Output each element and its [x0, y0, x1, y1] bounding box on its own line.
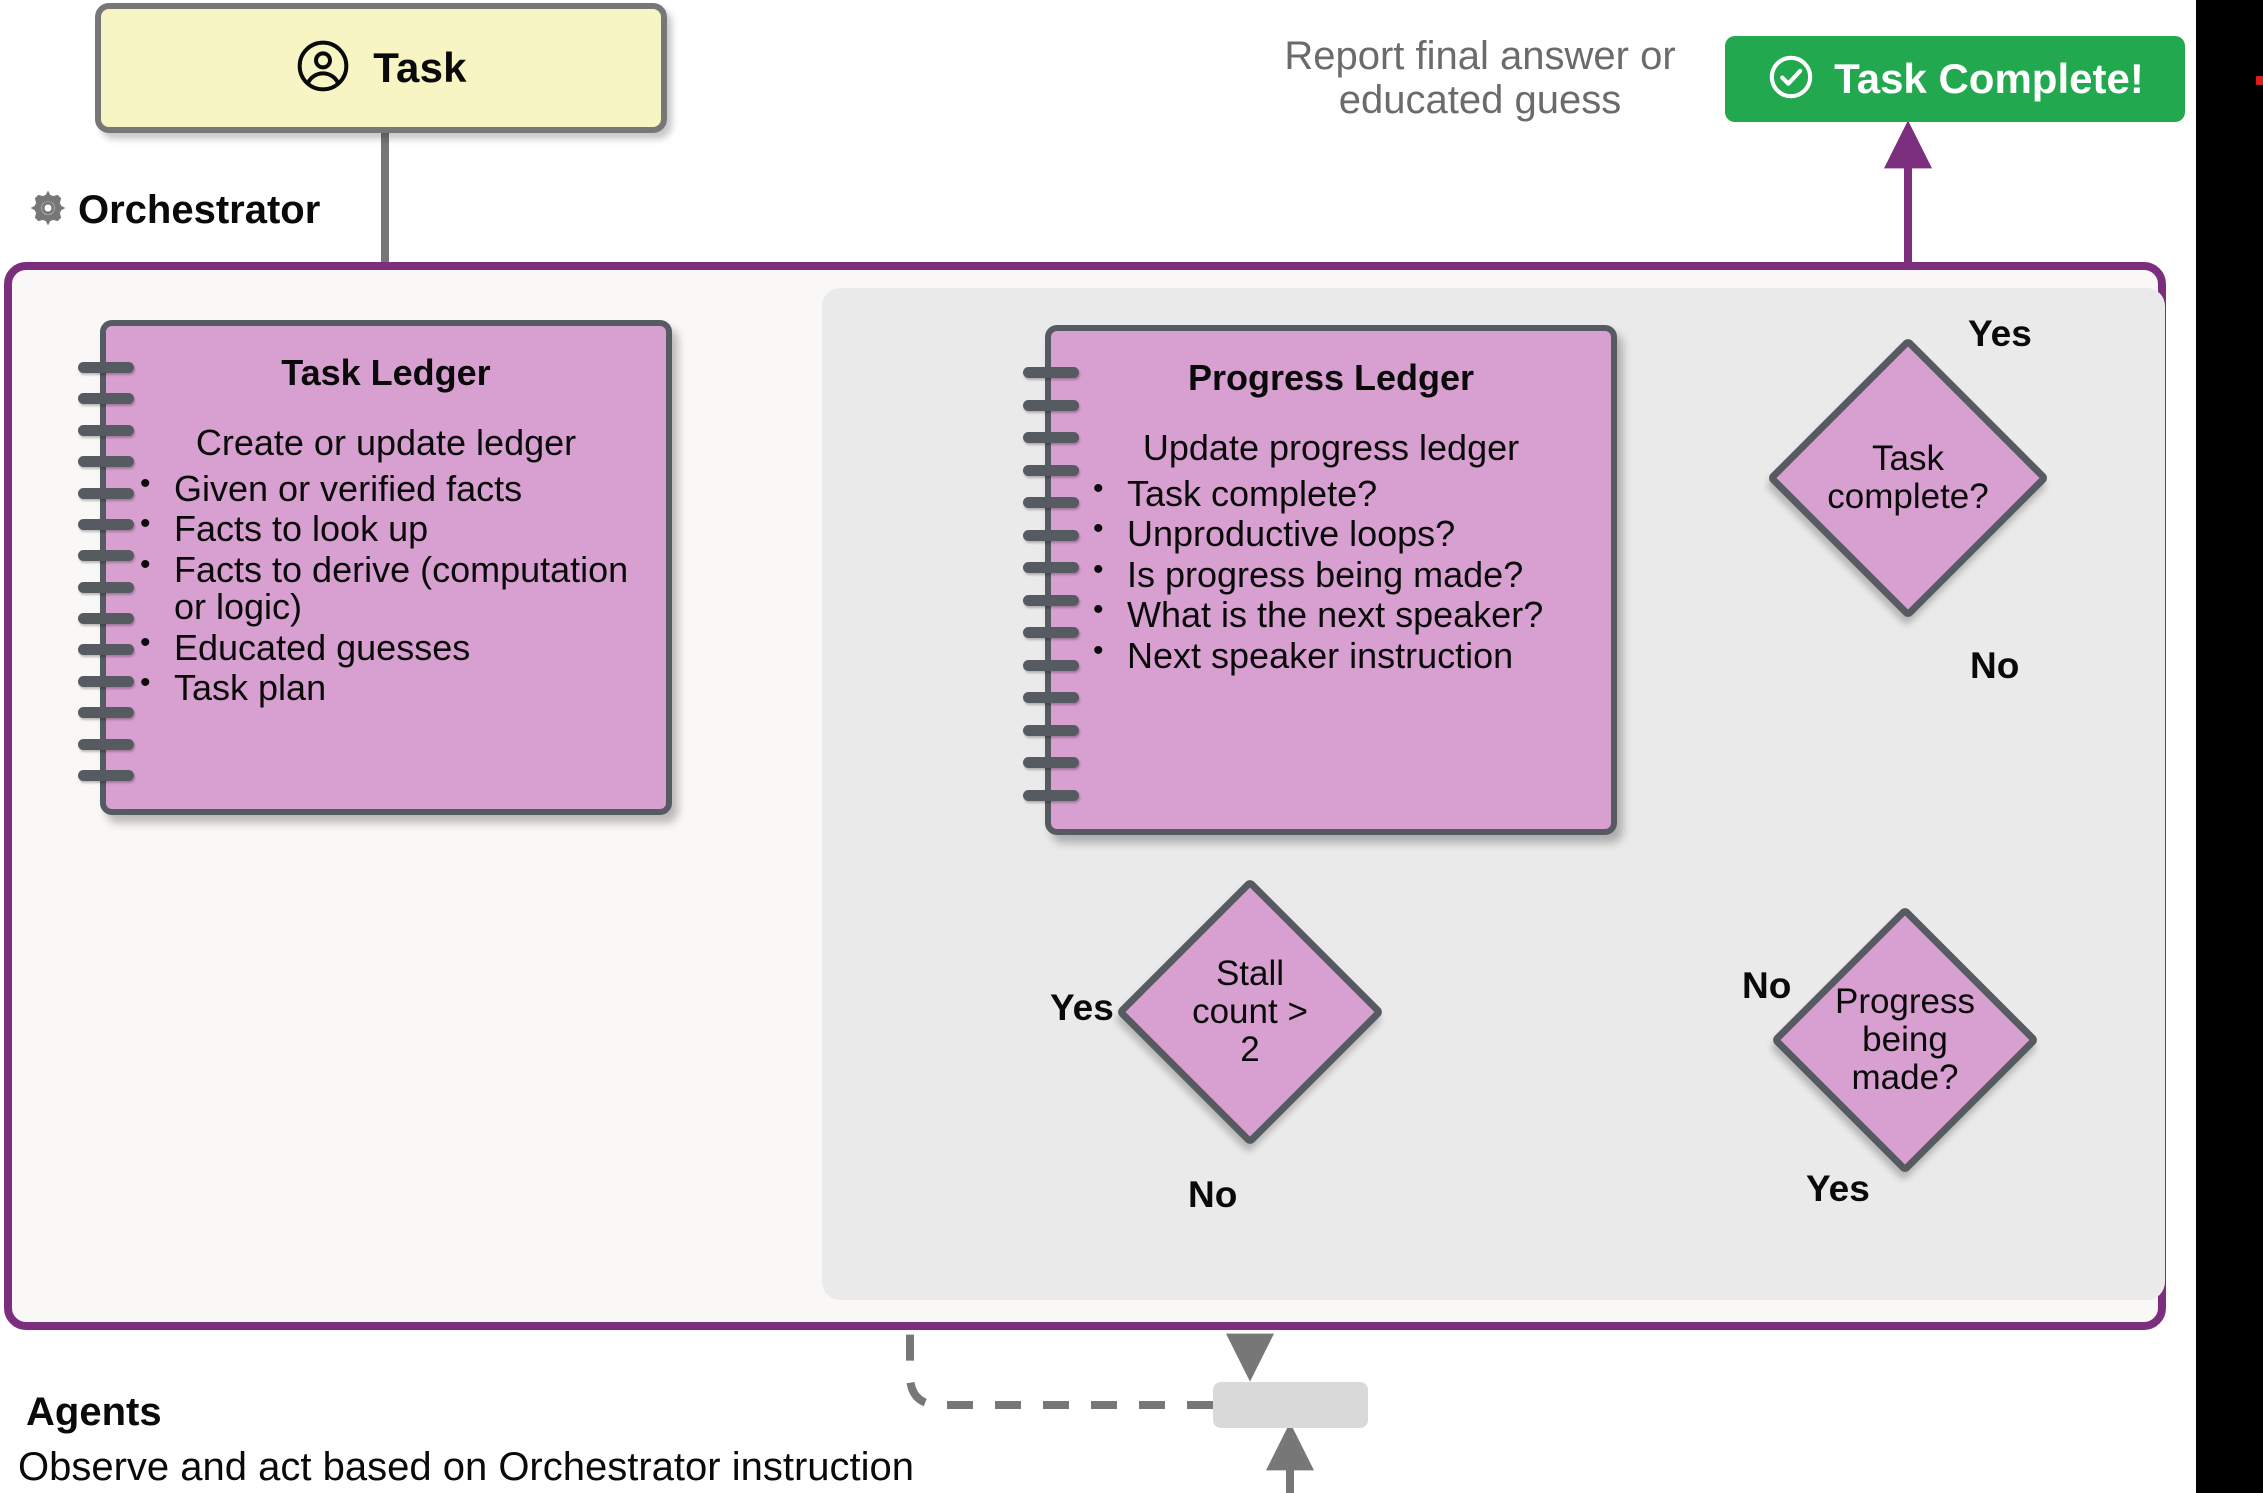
decision-stall-count[interactable]: Stall count > 2: [1115, 877, 1385, 1147]
edge-label-yes-stall-count: Yes: [1050, 987, 1114, 1028]
gear-icon: [28, 188, 68, 233]
list-item: Facts to look up: [114, 508, 666, 547]
progress-ledger-card[interactable]: Progress Ledger Update progress ledger T…: [1023, 325, 1617, 835]
task-ledger-title: Task Ledger: [281, 352, 491, 393]
edge-label-yes-task-complete: Yes: [1968, 313, 2032, 354]
decision-progress-being-made[interactable]: Progress being made?: [1770, 905, 2040, 1175]
edge-label-yes-progress-made: Yes: [1806, 1168, 1870, 1209]
task-ledger-list: Given or verified facts Facts to look up…: [114, 468, 666, 707]
progress-ledger-list: Task complete? Unproductive loops? Is pr…: [1067, 473, 1611, 674]
progress-ledger-title: Progress Ledger: [1187, 357, 1475, 398]
list-item: Educated guesses: [114, 627, 666, 666]
task-box-label: Task: [373, 44, 467, 91]
edge-label-no-progress-made: No: [1742, 965, 1792, 1006]
agents-subtitle: Observe and act based on Orchestrator in…: [18, 1445, 915, 1489]
list-item: Next speaker instruction: [1067, 635, 1611, 674]
task-box[interactable]: Task: [95, 3, 667, 133]
list-item: Facts to derive (computation or logic): [114, 549, 666, 626]
list-item: Unproductive loops?: [1067, 513, 1611, 552]
check-circle-icon: [1766, 52, 1816, 107]
list-item: Is progress being made?: [1067, 554, 1611, 593]
list-item: Given or verified facts: [114, 468, 666, 507]
task-ledger-subtitle: Create or update ledger: [195, 422, 577, 463]
list-item: Task complete?: [1067, 473, 1611, 512]
report-final-answer-text: Report final answer or educated guess: [1284, 34, 1676, 122]
decision-progress-being-made-label: Progress being made?: [1834, 982, 1976, 1097]
list-item: Task plan: [114, 667, 666, 706]
list-item: What is the next speaker?: [1067, 594, 1611, 633]
task-ledger-card[interactable]: Task Ledger Create or update ledger Give…: [78, 320, 672, 815]
edge-label-no-stall-count: No: [1188, 1174, 1238, 1215]
edge-label-no-task-complete: No: [1970, 645, 2020, 686]
red-marker-icon: [2256, 76, 2263, 85]
decision-stall-count-label: Stall count > 2: [1192, 954, 1308, 1069]
agents-title: Agents: [26, 1390, 162, 1434]
right-black-gutter: [2196, 0, 2263, 1493]
agent-chip[interactable]: [1213, 1382, 1368, 1428]
decision-task-complete-label: Task complete?: [1827, 439, 1989, 516]
orchestrator-label: Orchestrator: [78, 188, 321, 232]
decision-task-complete[interactable]: Task complete?: [1766, 336, 2050, 620]
user-circle-icon: [295, 38, 351, 99]
task-complete-badge[interactable]: Task Complete!: [1725, 36, 2185, 122]
task-complete-badge-label: Task Complete!: [1834, 55, 2144, 102]
orchestrator-tag: Orchestrator: [28, 188, 320, 233]
progress-ledger-subtitle: Update progress ledger: [1142, 427, 1520, 468]
